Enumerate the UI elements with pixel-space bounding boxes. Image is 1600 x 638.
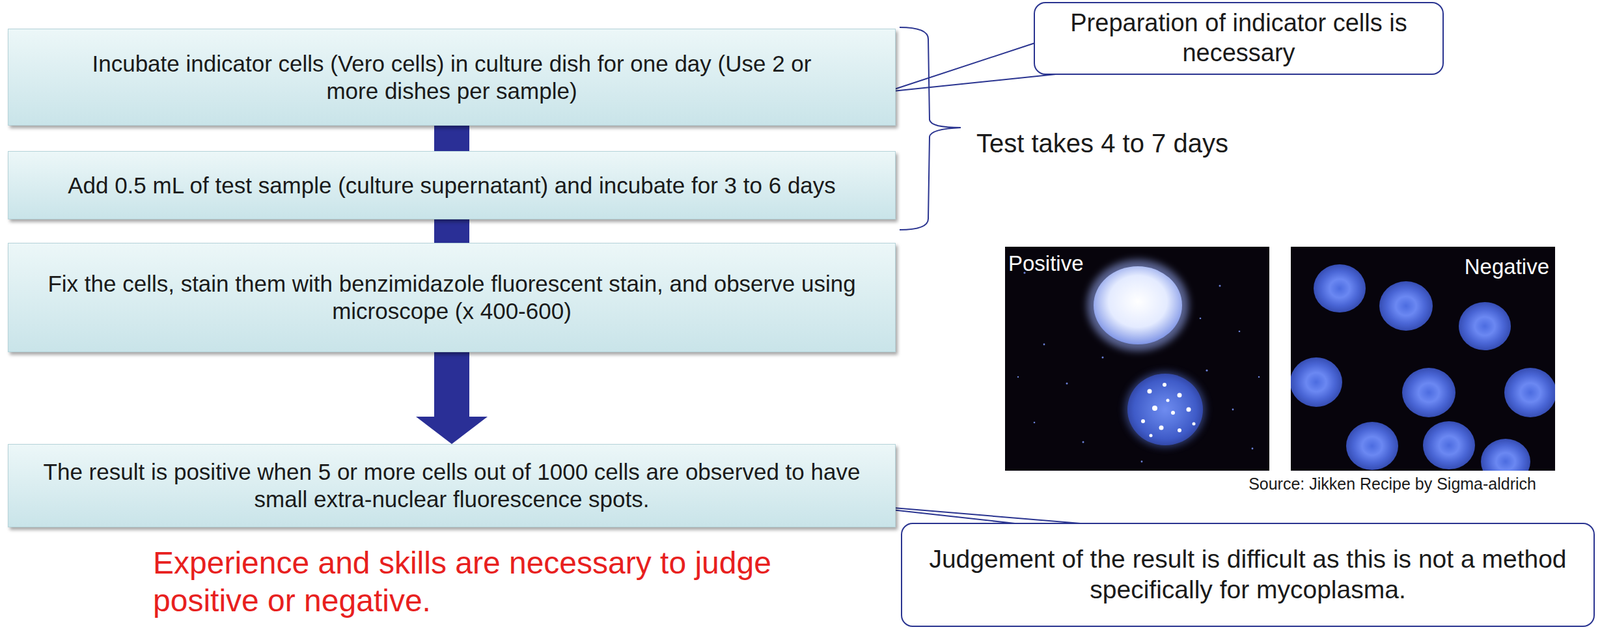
process-box: Add 0.5 mL of test sample (culture super… xyxy=(7,151,896,220)
process-box: Incubate indicator cells (Vero cells) in… xyxy=(7,28,896,126)
micrograph-positive xyxy=(1005,246,1270,471)
box-text: Add 0.5 mL of test sample (culture super… xyxy=(67,171,836,200)
box-text: Fix the cells, stain them with benzimida… xyxy=(17,270,886,325)
duration-note: Test takes 4 to 7 days xyxy=(976,127,1367,159)
process-box: Fix the cells, stain them with benzimida… xyxy=(7,242,896,353)
warning-note: Experience and skills are necessary to j… xyxy=(152,544,804,620)
callout-box: Judgement of the result is difficult as … xyxy=(900,522,1595,627)
flow-arrow xyxy=(434,125,470,152)
arrow-part xyxy=(434,352,470,417)
panel-label: Positive xyxy=(1008,250,1139,277)
process-box: The result is positive when 5 or more ce… xyxy=(7,443,896,528)
arrow-part xyxy=(415,416,488,444)
callout-box: Preparation of indicator cells is necess… xyxy=(1033,1,1444,75)
arrow-part xyxy=(434,125,470,152)
micrograph-negative xyxy=(1290,246,1557,485)
box-text: Incubate indicator cells (Vero cells) in… xyxy=(87,50,817,105)
box-text: Judgement of the result is difficult as … xyxy=(908,544,1587,606)
box-text: The result is positive when 5 or more ce… xyxy=(17,458,886,513)
flow-arrow xyxy=(415,352,488,444)
bracket xyxy=(899,27,961,230)
box-text: Preparation of indicator cells is necess… xyxy=(1041,8,1436,68)
arrow-part xyxy=(434,219,470,243)
flow-arrow xyxy=(434,219,470,243)
source-note: Source: Jikken Recipe by Sigma-aldrich xyxy=(1191,473,1537,494)
panel-label: Negative xyxy=(1419,253,1550,280)
